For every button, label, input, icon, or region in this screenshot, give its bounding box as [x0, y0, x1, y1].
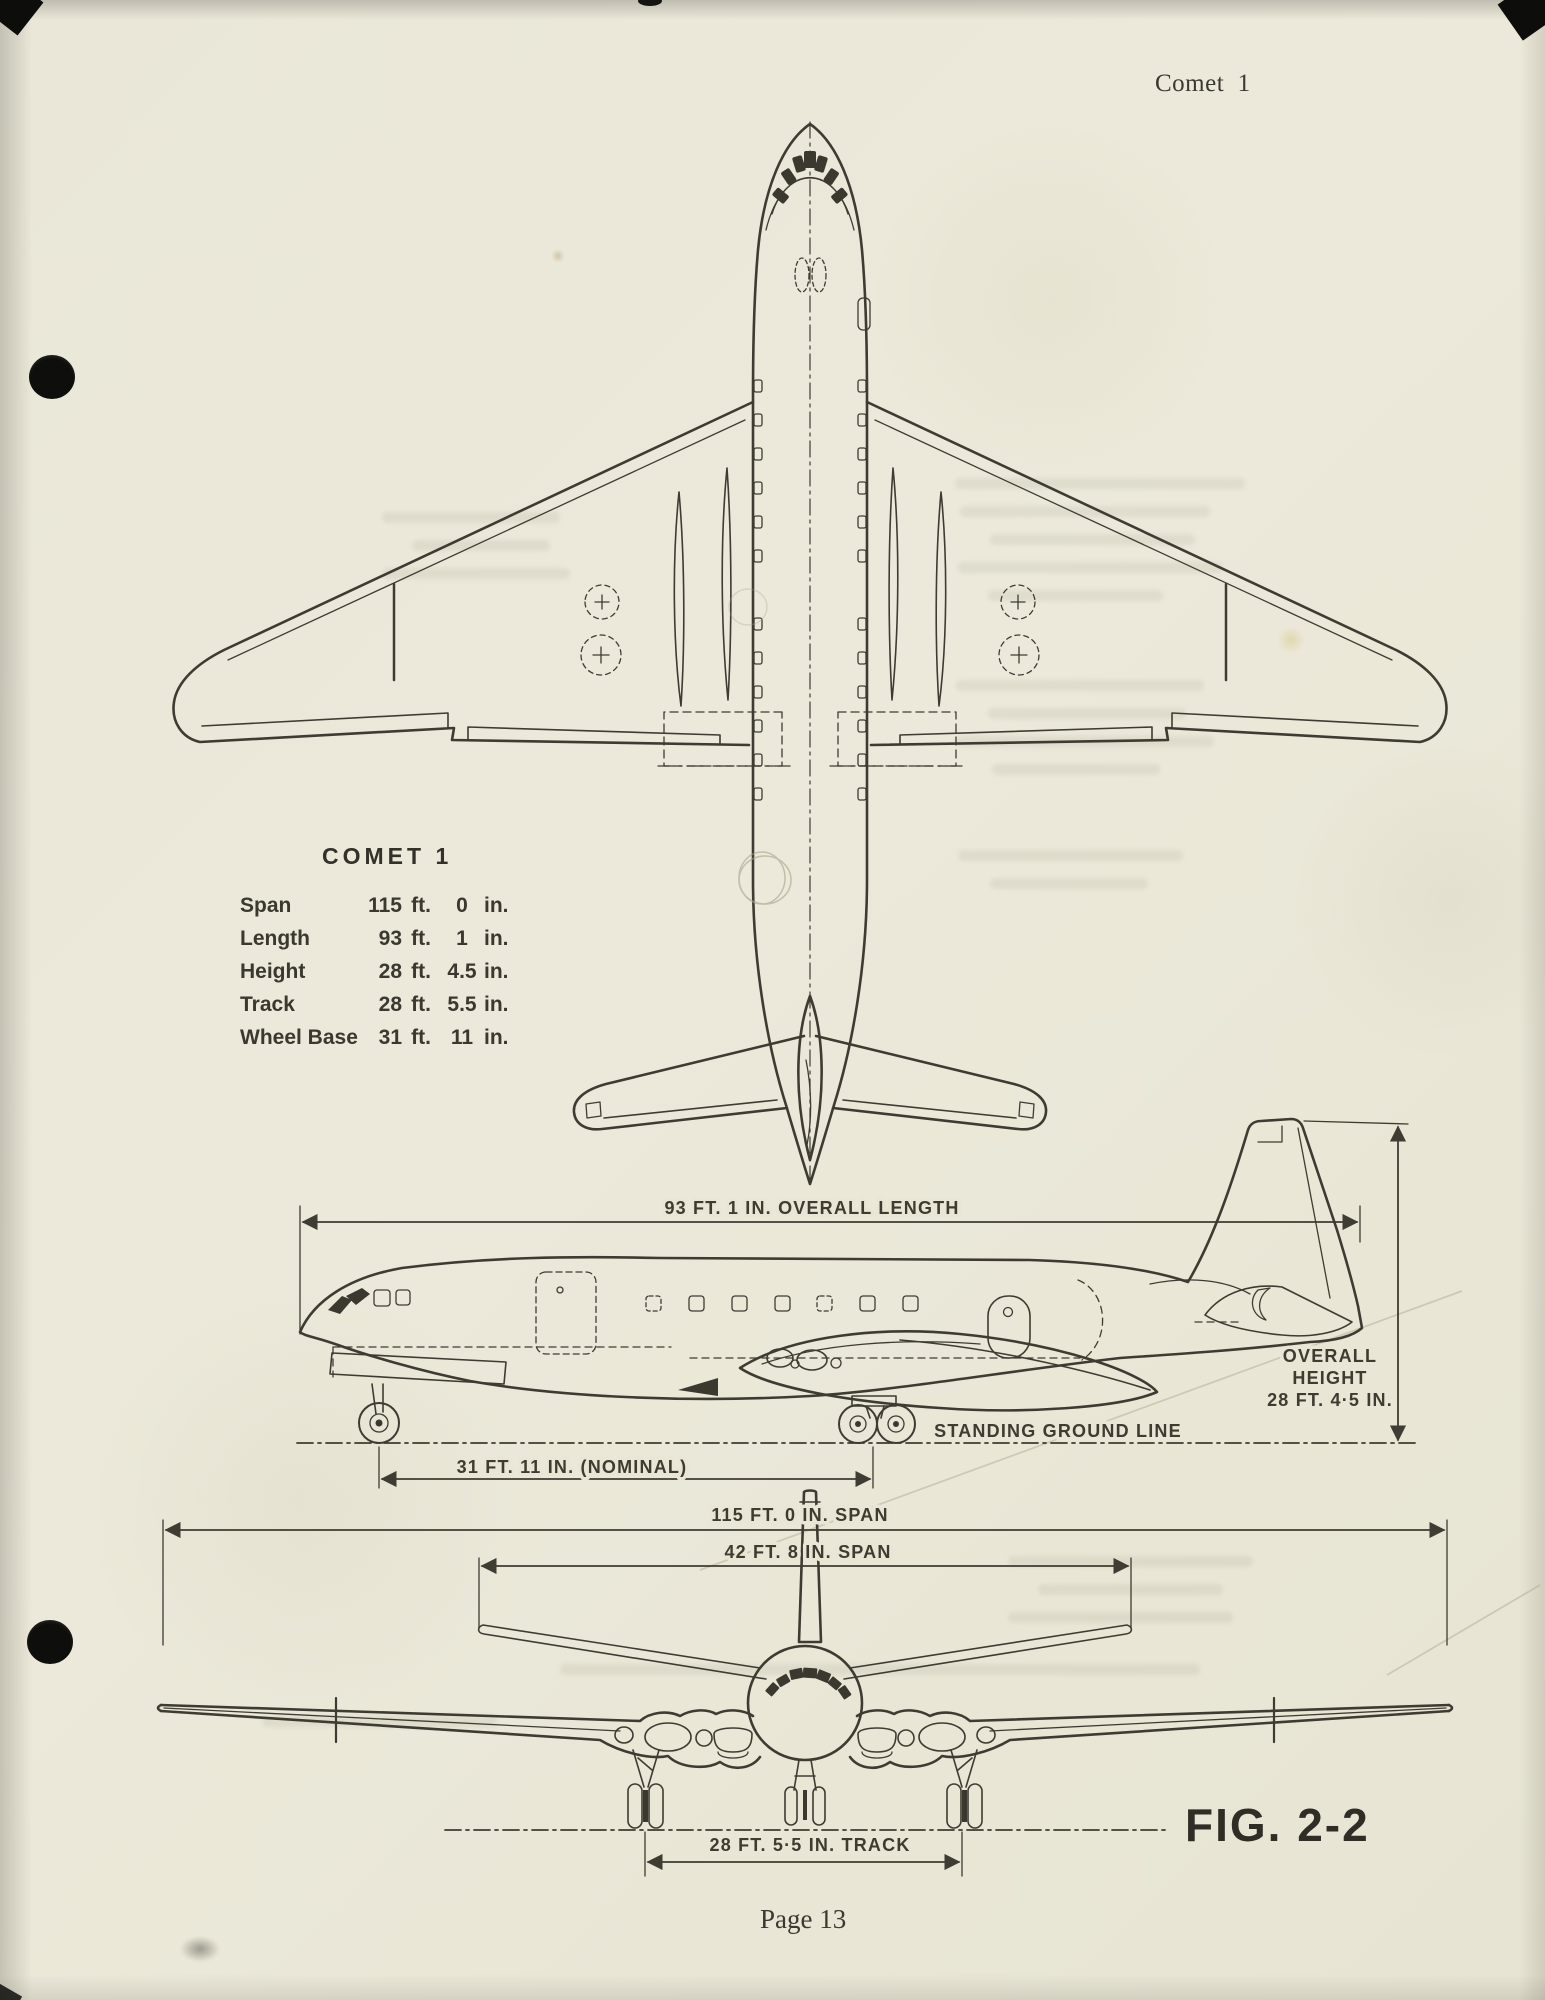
spec-inches: 5.5: [447, 993, 477, 1016]
dim-overall-length: [299, 1205, 1361, 1335]
side-wing: [678, 1330, 1159, 1412]
dim-track: [644, 1831, 963, 1877]
page-number: Page 13: [760, 1904, 847, 1934]
spec-feet: 28: [378, 960, 402, 983]
dim-span-tailplane: [478, 1557, 1132, 1629]
front-nose-gear: [784, 1759, 826, 1826]
spec-inches-unit: in.: [484, 993, 509, 1016]
spec-row-height: Height 28 ft. 4.5 in.: [240, 960, 540, 993]
spec-feet-unit: ft.: [411, 1026, 431, 1049]
label-track: 28 FT. 5·5 IN. TRACK: [709, 1835, 910, 1855]
label-wheel-base: 31 FT. 11 IN. (NOMINAL): [457, 1457, 688, 1477]
bleed-through-artifact: [958, 562, 1223, 573]
spec-feet: 115: [368, 894, 402, 917]
spec-feet-unit: ft.: [411, 960, 431, 983]
bleed-through-artifact: [956, 680, 1204, 691]
spec-feet-unit: ft.: [411, 894, 431, 917]
label-span-overall: 115 FT. 0 IN. SPAN: [711, 1505, 888, 1525]
bleed-through-artifact: [1008, 1612, 1233, 1623]
front-wing: [156, 1696, 762, 1770]
label-overall-length: 93 FT. 1 IN. OVERALL LENGTH: [664, 1198, 959, 1218]
label-span-tailplane: 42 FT. 8 IN. SPAN: [724, 1542, 891, 1562]
spec-inches-unit: in.: [484, 927, 509, 950]
plan-wing: [829, 400, 1448, 767]
pencil-smudge: [180, 1936, 220, 1962]
spec-row-span: Span 115 ft. 0 in.: [240, 894, 540, 927]
bleed-through-artifact: [990, 878, 1148, 889]
side-view: 93 FT. 1 IN. OVERALL LENGTH OVERALL HEIG…: [296, 1117, 1416, 1489]
spec-feet-unit: ft.: [411, 927, 431, 950]
spec-label: Length: [240, 927, 310, 950]
label-overall-height-1: OVERALL: [1283, 1346, 1377, 1366]
side-nose-gear: [329, 1352, 507, 1444]
front-tailplane: [477, 1624, 767, 1680]
pencil-mark: [728, 588, 792, 905]
plan-tailplane: [814, 1034, 1048, 1131]
bleed-through-artifact: [988, 708, 1186, 719]
side-cockpit-windows: [328, 1288, 411, 1314]
side-cabin-windows: [645, 1295, 919, 1312]
spec-label: Wheel Base: [240, 1026, 358, 1049]
bleed-through-artifact: [412, 540, 550, 551]
spec-inches-unit: in.: [484, 1026, 509, 1049]
spec-inches-unit: in.: [484, 894, 509, 917]
spec-row-track: Track 28 ft. 5.5 in.: [240, 993, 540, 1026]
dim-wheel-base: [378, 1446, 874, 1489]
scan-edge-mark: [638, 0, 662, 6]
bleed-through-artifact: [958, 850, 1183, 861]
bleed-through-artifact: [382, 512, 560, 523]
spec-label: Span: [240, 894, 292, 917]
spec-inches-unit: in.: [484, 960, 509, 983]
spec-inches: 4.5: [447, 960, 477, 983]
bleed-through-artifact: [960, 506, 1210, 517]
label-overall-height-2: HEIGHT: [1292, 1368, 1367, 1388]
spec-label: Height: [240, 960, 306, 983]
hole-punch: [27, 1620, 73, 1664]
label-standing-ground-line: STANDING GROUND LINE: [934, 1421, 1182, 1441]
spec-table: COMET 1 Span 115 ft. 0 in. Length 93 ft.…: [240, 843, 540, 1059]
spec-feet: 31: [378, 1026, 402, 1049]
spec-feet: 93: [378, 927, 402, 950]
plan-view: [172, 121, 1448, 1187]
bleed-through-artifact: [992, 764, 1160, 775]
spec-feet-unit: ft.: [411, 993, 431, 1016]
plan-registration-marking: [794, 257, 827, 293]
spec-row-length: Length 93 ft. 1 in.: [240, 927, 540, 960]
bleed-through-artifact: [262, 1716, 497, 1727]
spec-feet: 28: [378, 993, 402, 1016]
page-header: Comet 1: [1155, 70, 1251, 97]
bleed-through-artifact: [990, 534, 1195, 545]
side-rear-door: [987, 1295, 1031, 1359]
front-main-gear: [627, 1749, 664, 1829]
plan-cockpit-windows: [772, 151, 848, 204]
figure-label: FIG. 2-2: [1185, 1799, 1370, 1851]
spec-table-title: COMET 1: [322, 843, 453, 869]
spec-inches: 1: [456, 927, 468, 950]
front-cockpit-windows: [765, 1667, 852, 1700]
spec-inches: 11: [450, 1026, 474, 1049]
label-overall-height-3: 28 FT. 4·5 IN.: [1267, 1390, 1393, 1410]
dim-overall-height: [1303, 1120, 1409, 1442]
bleed-through-artifact: [382, 568, 570, 579]
bleed-through-artifact: [988, 590, 1163, 601]
hole-punch: [29, 355, 75, 399]
dim-span-overall: [162, 1519, 1448, 1646]
front-view: 115 FT. 0 IN. SPAN 42 FT. 8 IN. SPAN 28 …: [156, 1489, 1454, 1877]
spec-row-wheel-base: Wheel Base 31 ft. 11 in.: [240, 1026, 540, 1059]
spec-label: Track: [240, 993, 295, 1016]
bleed-through-artifact: [560, 1664, 1200, 1675]
spec-inches: 0: [456, 894, 468, 917]
bleed-through-artifact: [955, 478, 1245, 489]
